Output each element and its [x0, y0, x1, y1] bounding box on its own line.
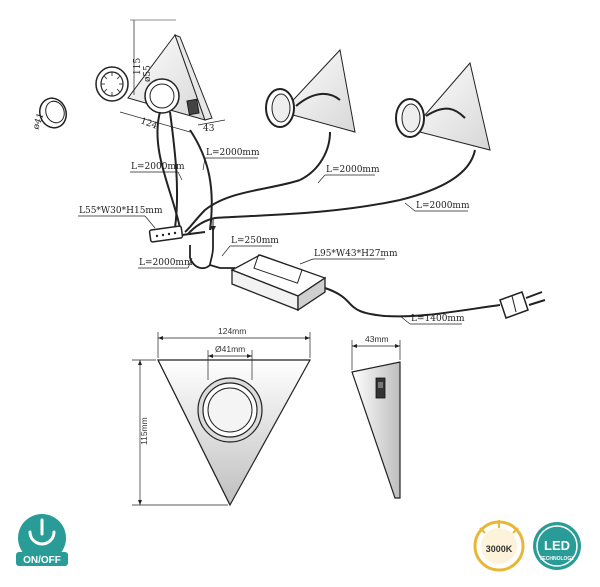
- junction-box-label: L55*W30*H15mm: [79, 206, 163, 216]
- led-badge-label: LED: [544, 538, 570, 553]
- cable-bundle: [184, 129, 401, 235]
- cable-label-plug: L=1400mm: [411, 314, 465, 324]
- junction-leads: [189, 218, 235, 270]
- dim-ring-label: ø41: [31, 112, 46, 131]
- on-off-badge-label: ON/OFF: [23, 555, 61, 566]
- plug-icon: [499, 291, 546, 319]
- light-unit-1: [95, 19, 226, 229]
- dim-height-label: 115: [133, 58, 143, 75]
- side-view: [351, 340, 401, 499]
- light-unit-3: [395, 61, 491, 201]
- cable-label-short-lead: L=250mm: [231, 236, 279, 246]
- side-depth-label: 43mm: [365, 334, 389, 344]
- cable-label-middle-top: L=2000mm: [206, 148, 260, 158]
- cable-label-left-top: L=2000mm: [131, 162, 185, 172]
- led-icon: [536, 525, 578, 567]
- detached-ring: [39, 97, 67, 129]
- led-badge-sublabel: TECHNOLOGY: [539, 556, 575, 562]
- front-width-label: 124mm: [218, 326, 246, 336]
- cable-label-bottom-left: L=2000mm: [139, 258, 193, 268]
- color-temperature-badge: [473, 520, 525, 572]
- power-icon: [28, 530, 56, 546]
- driver-label: L95*W43*H27mm: [314, 249, 398, 259]
- sun-temperature-icon: [479, 520, 519, 534]
- driver-box: [230, 254, 501, 318]
- switch-icon: [186, 98, 200, 116]
- dim-width-label: 124: [139, 116, 159, 131]
- cable-label-middle: L=2000mm: [326, 165, 380, 175]
- front-height-label: 115mm: [139, 417, 149, 445]
- on-off-badge: [16, 514, 68, 566]
- color-temperature-label: 3000K: [486, 544, 513, 554]
- label-leaders: [78, 157, 468, 325]
- junction-box: [148, 225, 206, 243]
- front-view: [132, 332, 312, 507]
- front-diameter-label: Ø41mm: [215, 344, 245, 354]
- dim-diameter-label: ø55: [143, 65, 153, 82]
- light-unit-2: [265, 48, 356, 181]
- dim-depth-label: 43: [203, 124, 215, 134]
- led-badge: [533, 522, 581, 570]
- cable-label-right: L=2000mm: [416, 201, 470, 211]
